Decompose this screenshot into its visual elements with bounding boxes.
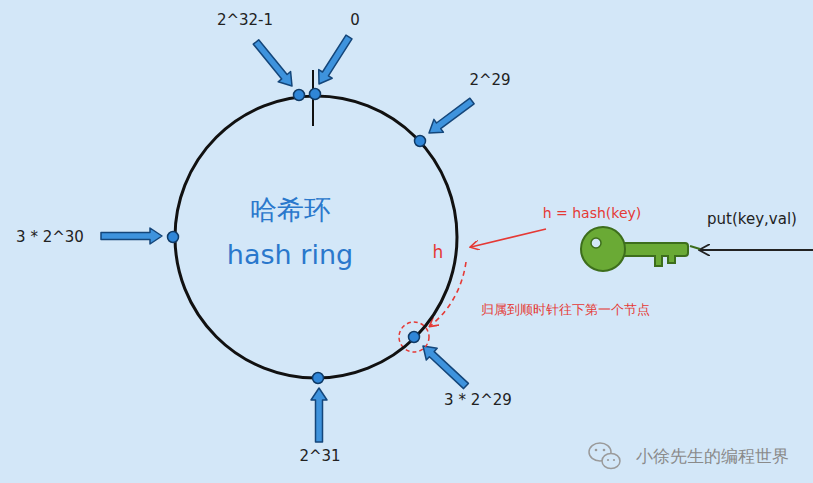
ring-circle [175,96,457,378]
pointer-arrow [101,228,162,244]
point-label: 3 * 2^29 [444,391,512,409]
ring-title: 哈希环 [250,194,331,226]
svg-circle [607,459,609,461]
svg-circle [595,449,598,452]
pointer-arrow [429,98,474,133]
svg-circle [613,459,615,461]
svg-line [700,249,813,251]
svg-ellipse [602,454,620,469]
svg-circle [591,238,601,248]
wechat-icon [589,443,620,469]
hash-formula: h = hash(key) [543,205,642,222]
svg-circle [415,136,426,147]
pointer-arrow [253,40,292,86]
pointer-arrow [311,388,327,442]
operation-label: put(key,val) [707,210,797,228]
svg-circle [294,90,305,101]
note: 归属到顺时针往下第一个节点 [481,302,650,318]
svg-circle [603,449,606,452]
svg-circle [409,332,420,343]
point-label: 2^32-1 [217,11,273,29]
svg-circle [168,232,179,243]
svg-line [690,246,700,249]
point-label: 0 [350,11,360,29]
svg-path [430,262,466,326]
svg-line [312,70,314,126]
svg-circle [581,227,625,271]
watermark: 小徐先生的编程世界 [636,446,789,466]
pointer-arrow [423,346,468,389]
ring-outline [173,94,459,380]
svg-path [655,255,675,266]
pointer-arrow [319,35,352,84]
svg-circle [313,373,324,384]
svg-circle [310,89,321,100]
ring-title: hash ring [227,239,353,271]
point-label: 3 * 2^30 [16,228,84,246]
hash-mark: h [433,242,444,262]
svg-line [471,229,546,247]
hash-ring: 哈希环 hash ring [173,94,459,380]
point-label: 2^31 [299,447,340,465]
point-label: 2^29 [469,71,510,89]
svg-g [168,89,426,384]
key-icon [581,227,700,271]
svg-g [101,35,474,442]
